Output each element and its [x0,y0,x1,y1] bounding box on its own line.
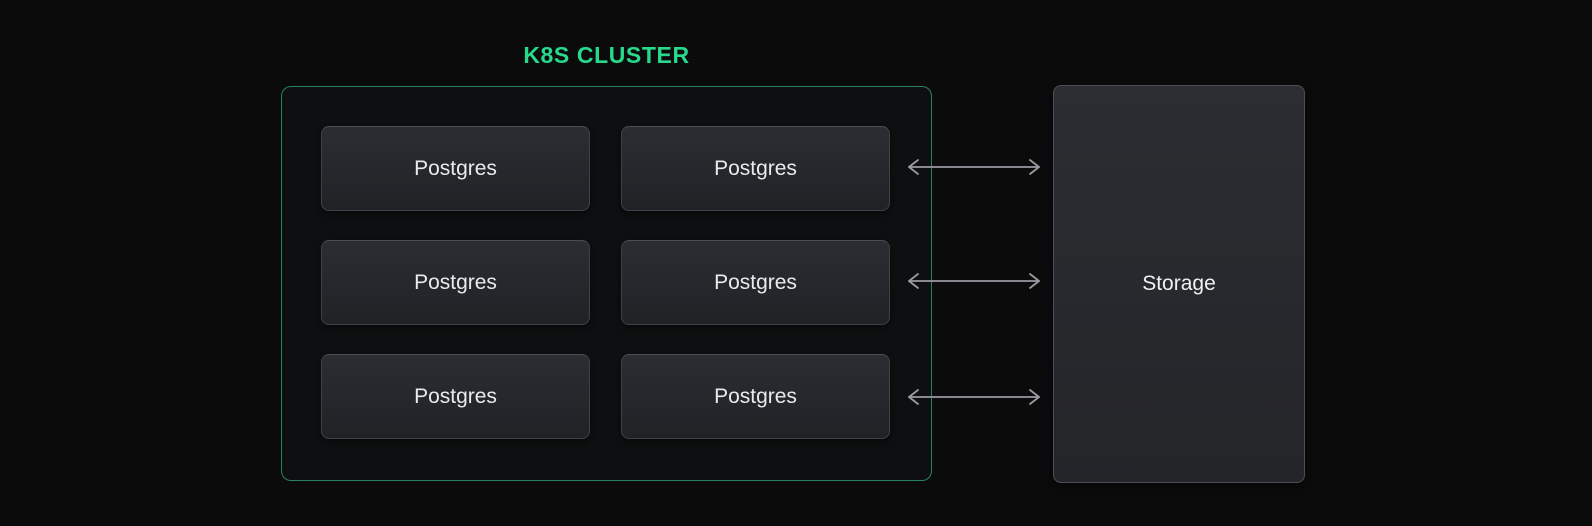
postgres-node: Postgres [621,240,890,325]
postgres-node-label: Postgres [414,270,497,294]
k8s-cluster-title: K8S CLUSTER [523,42,690,68]
k8s-cluster-boundary: Postgres Postgres Postgres Postgres Post… [281,86,932,481]
postgres-node-label: Postgres [714,384,797,408]
storage-node: Storage [1053,85,1305,483]
postgres-node-label: Postgres [414,156,497,180]
storage-node-label: Storage [1142,272,1216,295]
postgres-node-label: Postgres [714,156,797,180]
bidirectional-arrow-icon [898,386,1050,408]
postgres-node: Postgres [321,126,590,211]
postgres-node: Postgres [321,240,590,325]
postgres-node: Postgres [621,354,890,439]
bidirectional-arrow-icon [898,270,1050,292]
bidirectional-arrow-icon [898,156,1050,178]
postgres-node-label: Postgres [714,270,797,294]
postgres-node-grid: Postgres Postgres Postgres Postgres Post… [321,126,890,439]
postgres-node-label: Postgres [414,384,497,408]
postgres-node: Postgres [621,126,890,211]
postgres-node: Postgres [321,354,590,439]
